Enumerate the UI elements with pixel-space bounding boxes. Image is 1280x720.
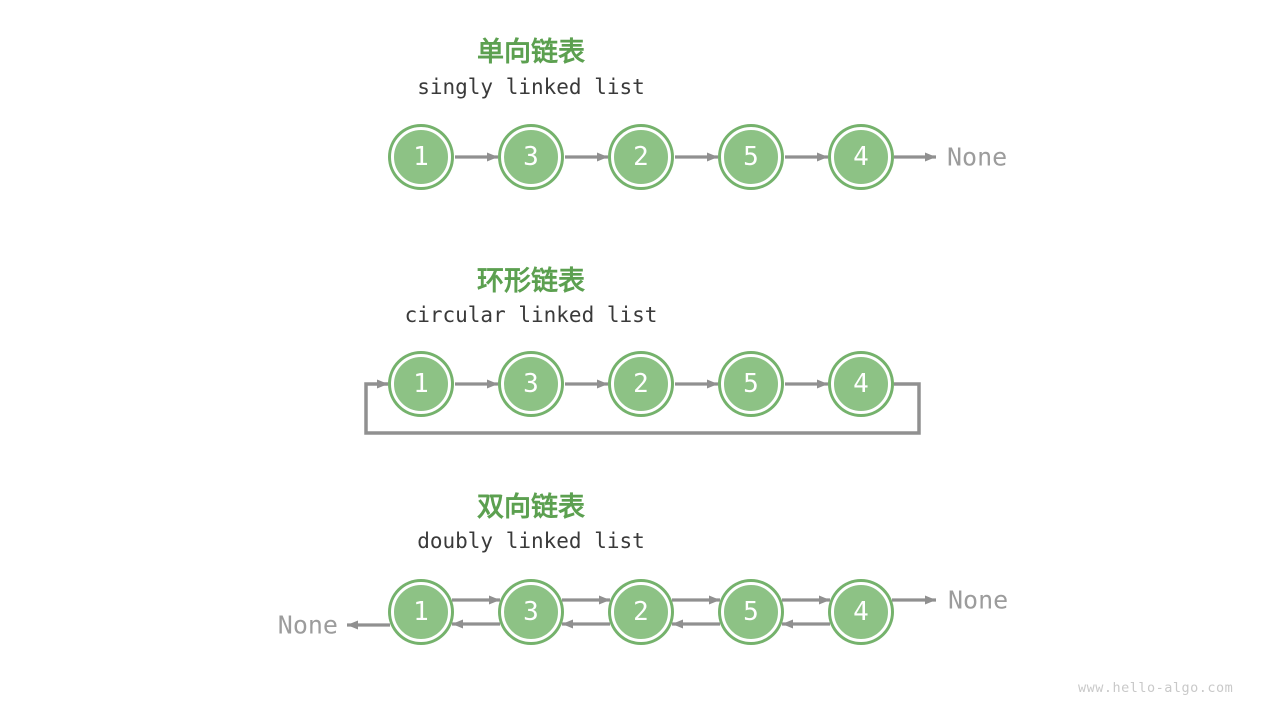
doubly-pointer-arrows: [347, 595, 936, 630]
list-node: 3: [501, 354, 561, 414]
circular-pointer-arrows: [364, 379, 921, 435]
list-node: 2: [611, 354, 671, 414]
list-node: 2: [611, 582, 671, 642]
list-node: 1: [391, 582, 451, 642]
singly-title-en: singly linked list: [417, 75, 645, 99]
none-label: None: [947, 142, 1008, 172]
list-node: 4: [831, 582, 891, 642]
none-label: None: [948, 585, 1009, 615]
list-node: 2: [611, 127, 671, 187]
doubly-title-zh: 双向链表: [477, 492, 585, 522]
circular-title-zh: 环形链表: [477, 266, 585, 296]
doubly-title-en: doubly linked list: [417, 529, 645, 553]
list-node: 5: [721, 582, 781, 642]
loop-back-arrow: [364, 379, 921, 435]
none-label: None: [277, 610, 338, 640]
list-node: 3: [501, 582, 561, 642]
watermark: www.hello-algo.com: [1078, 680, 1234, 696]
list-node: 3: [501, 127, 561, 187]
list-node: 4: [831, 354, 891, 414]
list-node: 1: [391, 127, 451, 187]
list-node: 1: [391, 354, 451, 414]
list-node: 5: [721, 354, 781, 414]
list-node: 5: [721, 127, 781, 187]
circular-title-en: circular linked list: [404, 303, 658, 327]
singly-title-zh: 单向链表: [477, 37, 585, 67]
list-node: 4: [831, 127, 891, 187]
